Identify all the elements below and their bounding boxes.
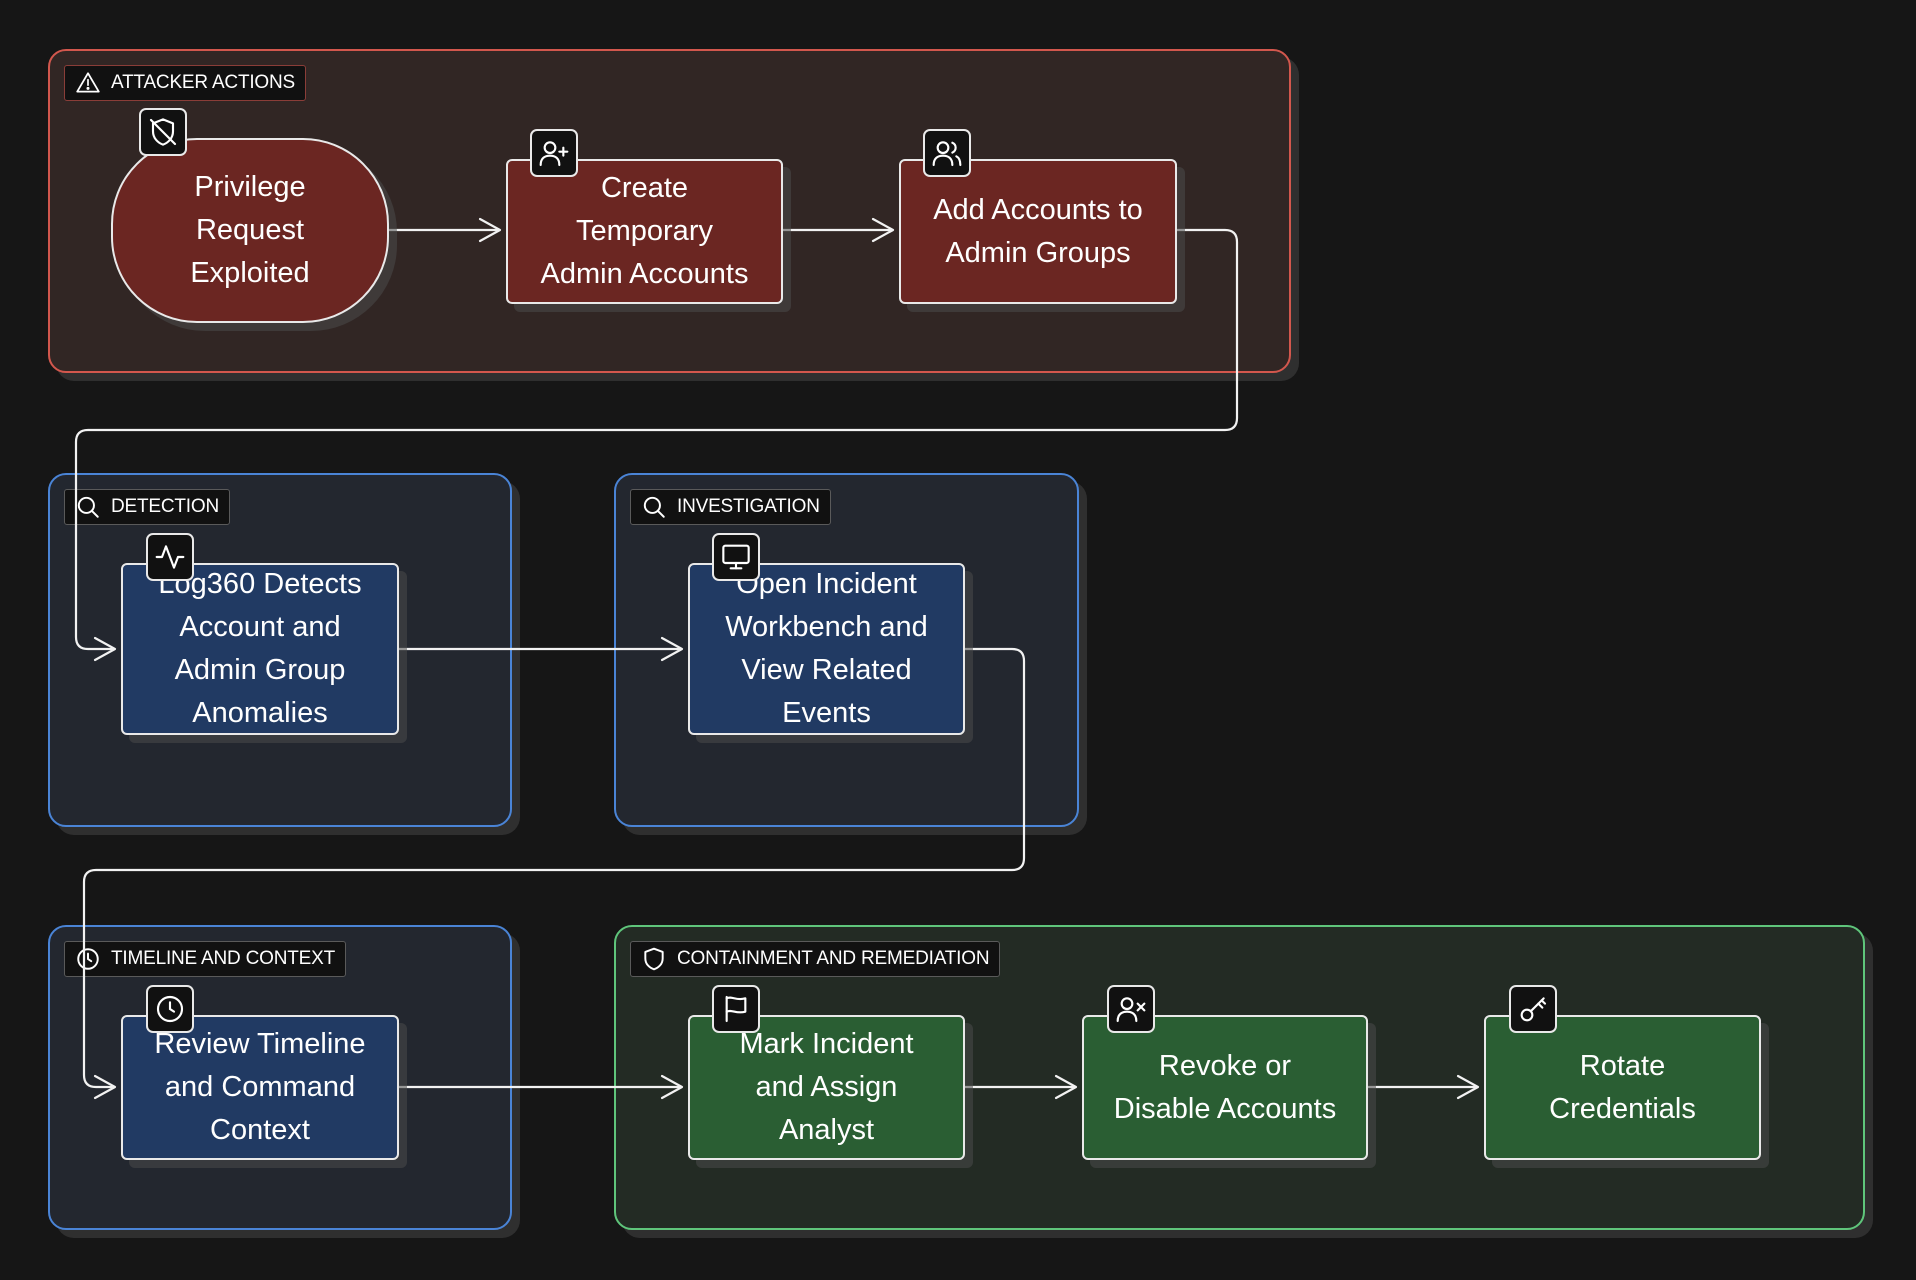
flag-icon [712, 985, 760, 1033]
group-label-timeline: TIMELINE AND CONTEXT [64, 941, 347, 977]
search-icon [77, 496, 99, 518]
key-icon [1509, 985, 1557, 1033]
users-icon [923, 129, 971, 177]
group-label-attacker-actions: ATTACKER ACTIONS [64, 65, 307, 101]
node-label: Add Accounts to Admin Groups [933, 193, 1143, 269]
group-label-text: DETECTION [111, 496, 219, 517]
clock-icon [146, 985, 194, 1033]
node-create-temporary-admin-accounts[interactable]: Create Temporary Admin Accounts [506, 159, 783, 304]
shield-icon [644, 947, 664, 971]
clock-icon [77, 948, 99, 970]
node-privilege-request-exploited[interactable]: Privilege Request Exploited [111, 138, 389, 323]
group-label-containment: CONTAINMENT AND REMEDIATION [630, 941, 1001, 977]
node-label: Open Incident Workbench and View Related… [725, 568, 928, 729]
group-label-text: ATTACKER ACTIONS [111, 72, 296, 93]
node-add-accounts-to-admin-groups[interactable]: Add Accounts to Admin Groups [899, 159, 1177, 304]
warning-triangle-icon [76, 72, 100, 93]
user-x-icon [1107, 985, 1155, 1033]
node-label: Create Temporary Admin Accounts [540, 172, 749, 290]
search-icon [643, 496, 665, 518]
group-label-text: TIMELINE AND CONTEXT [111, 948, 336, 969]
node-label: Log360 Detects Account and Admin Group A… [158, 568, 362, 729]
node-rotate-credentials[interactable]: Rotate Credentials [1484, 1015, 1761, 1160]
node-revoke-or-disable-accounts[interactable]: Revoke or Disable Accounts [1082, 1015, 1368, 1160]
group-label-detection: DETECTION [64, 489, 230, 525]
group-label-investigation: INVESTIGATION [630, 489, 831, 525]
node-log360-detects-anomalies[interactable]: Log360 Detects Account and Admin Group A… [121, 563, 399, 735]
node-label: Mark Incident and Assign Analyst [739, 1028, 914, 1146]
node-mark-incident-and-assign-analyst[interactable]: Mark Incident and Assign Analyst [688, 1015, 965, 1160]
node-label: Rotate Credentials [1549, 1049, 1696, 1125]
node-label: Privilege Request Exploited [190, 171, 310, 289]
node-label: Revoke or Disable Accounts [1113, 1049, 1337, 1125]
user-plus-icon [530, 129, 578, 177]
group-label-text: CONTAINMENT AND REMEDIATION [677, 948, 990, 969]
activity-icon [146, 533, 194, 581]
monitor-icon [712, 533, 760, 581]
node-open-incident-workbench[interactable]: Open Incident Workbench and View Related… [688, 563, 965, 735]
shield-off-icon [139, 108, 187, 156]
node-label: Review Timeline and Command Context [154, 1028, 366, 1146]
group-label-text: INVESTIGATION [677, 496, 820, 517]
node-review-timeline-and-command-context[interactable]: Review Timeline and Command Context [121, 1015, 399, 1160]
